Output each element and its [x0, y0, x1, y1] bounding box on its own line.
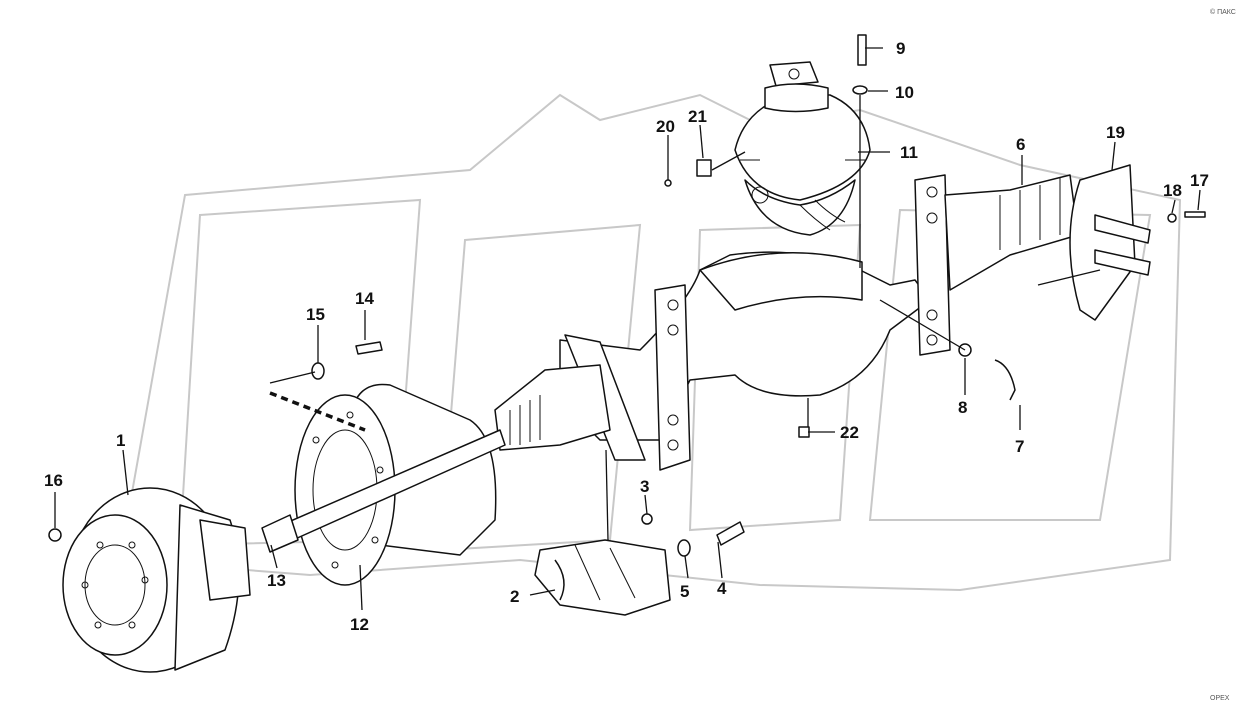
callout-12: 12	[350, 615, 369, 634]
callout-4: 4	[717, 579, 727, 598]
callout-7: 7	[1015, 437, 1024, 456]
callout-19: 19	[1106, 123, 1125, 142]
callout-9: 9	[896, 39, 905, 58]
dust-shield	[1069, 164, 1151, 321]
fasteners	[48, 34, 1206, 557]
leader-lines	[54, 47, 1201, 611]
callout-8: 8	[958, 398, 967, 417]
callout-6: 6	[1016, 135, 1025, 154]
differential-carrier	[734, 61, 871, 236]
callout-14: 14	[355, 289, 374, 308]
callout-1: 1	[116, 431, 125, 450]
callout-20: 20	[656, 117, 675, 136]
callout-22: 22	[840, 423, 859, 442]
wheel-hub	[62, 487, 251, 673]
callout-18: 18	[1163, 181, 1182, 200]
callouts: 1 2 3 4 5 6 7 8 9 10 11 12 13 14 15 16 1…	[44, 39, 1209, 634]
callout-2: 2	[510, 587, 519, 606]
callout-21: 21	[688, 107, 707, 126]
callout-16: 16	[44, 471, 63, 490]
axle-shaft	[261, 429, 506, 553]
callout-13: 13	[267, 571, 286, 590]
corner-text: © ПАКС	[1210, 8, 1236, 16]
callout-15: 15	[306, 305, 325, 324]
callout-11: 11	[900, 143, 918, 162]
callout-3: 3	[640, 477, 649, 496]
callout-10: 10	[895, 83, 914, 102]
callout-17: 17	[1190, 171, 1209, 190]
watermark-text: OPEX	[1210, 695, 1230, 702]
brake-caliper	[534, 539, 671, 616]
axle-housing	[494, 174, 1079, 471]
callout-5: 5	[680, 582, 689, 601]
